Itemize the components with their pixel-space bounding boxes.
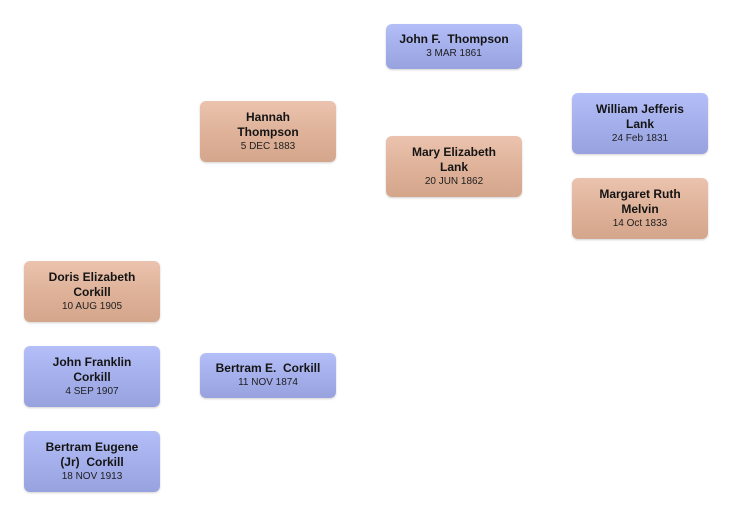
person-card-doris-elizabeth-corkill[interactable]: Doris Elizabeth Corkill 10 AUG 1905 [24,261,160,322]
person-card-margaret-ruth-melvin[interactable]: Margaret Ruth Melvin 14 Oct 1833 [572,178,708,239]
person-card-mary-elizabeth-lank[interactable]: Mary Elizabeth Lank 20 JUN 1862 [386,136,522,197]
person-birth-date: 3 MAR 1861 [426,48,482,59]
person-birth-date: 20 JUN 1862 [424,175,484,187]
person-card-john-franklin-corkill[interactable]: John Franklin Corkill 4 SEP 1907 [24,346,160,407]
person-birth-date: 10 AUG 1905 [61,300,123,312]
person-name: John F. Thompson [399,32,509,46]
person-name: John Franklin Corkill [52,354,132,384]
person-name: Margaret Ruth Melvin [599,186,681,216]
person-name: Hannah Thompson [237,109,299,139]
person-card-john-f-thompson[interactable]: John F. Thompson 3 MAR 1861 [386,24,522,69]
person-card-william-jefferis-lank[interactable]: William Jefferis Lank 24 Feb 1831 [572,93,708,154]
person-name: Bertram E. Corkill [215,361,321,375]
person-birth-date: 18 NOV 1913 [61,470,123,482]
person-card-hannah-thompson[interactable]: Hannah Thompson 5 DEC 1883 [200,101,336,162]
person-name: Doris Elizabeth Corkill [48,269,136,299]
person-name: Mary Elizabeth Lank [411,144,497,174]
person-birth-date: 5 DEC 1883 [240,140,296,152]
person-card-bertram-eugene-jr-corkill[interactable]: Bertram Eugene (Jr) Corkill 18 NOV 1913 [24,431,160,492]
person-birth-date: 24 Feb 1831 [611,132,669,144]
person-card-bertram-e-corkill[interactable]: Bertram E. Corkill 11 NOV 1874 [200,353,336,398]
person-birth-date: 14 Oct 1833 [612,217,668,229]
person-birth-date: 11 NOV 1874 [238,377,298,388]
person-name: Bertram Eugene (Jr) Corkill [45,439,139,469]
person-name: William Jefferis Lank [596,101,684,131]
person-birth-date: 4 SEP 1907 [65,385,119,397]
